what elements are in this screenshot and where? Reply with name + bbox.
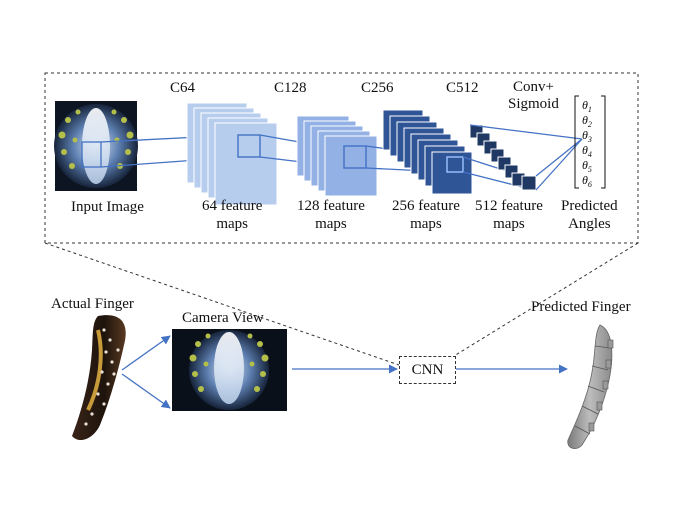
layer-name-c256: C256 <box>361 80 394 96</box>
input-image <box>54 101 138 191</box>
predicted-finger-image <box>567 324 614 450</box>
camera-view-image <box>172 329 287 411</box>
feature-stack-c64 <box>186 102 278 206</box>
camera-view-label: Camera View <box>182 310 264 326</box>
angle-theta3: θ3 <box>582 128 592 144</box>
conv-sigmoid-label: Conv+ Sigmoid <box>508 79 559 112</box>
layer-name-c128: C128 <box>274 80 307 96</box>
predicted-angles-label: Predicted Angles <box>561 198 618 232</box>
cnn-detail-box <box>44 72 639 244</box>
feature-stack-c128 <box>296 115 378 197</box>
c64-maps-label: 64 feature maps <box>202 198 263 232</box>
angle-theta2: θ2 <box>582 113 592 129</box>
feature-stack-c256 <box>382 109 473 195</box>
angle-theta1: θ1 <box>582 98 592 114</box>
zoom-line-left <box>44 242 400 366</box>
angle-theta5: θ5 <box>582 158 592 174</box>
actual-finger-label: Actual Finger <box>51 296 134 312</box>
angle-theta4: θ4 <box>582 143 592 159</box>
angle-vector: θ1 θ2 θ3 θ4 θ5 θ6 <box>574 95 606 189</box>
c128-maps-label: 128 feature maps <box>297 198 365 232</box>
c256-maps-label: 256 feature maps <box>392 198 460 232</box>
angle-theta6: θ6 <box>582 173 592 189</box>
predicted-finger-label: Predicted Finger <box>531 299 631 315</box>
c512-maps-label: 512 feature maps <box>475 198 543 232</box>
layer-name-c512: C512 <box>446 80 479 96</box>
cnn-box: CNN <box>399 356 456 384</box>
actual-finger-image <box>72 315 126 441</box>
layer-name-c64: C64 <box>170 80 196 96</box>
feature-stack-c512 <box>469 124 537 191</box>
input-image-label: Input Image <box>71 199 144 215</box>
